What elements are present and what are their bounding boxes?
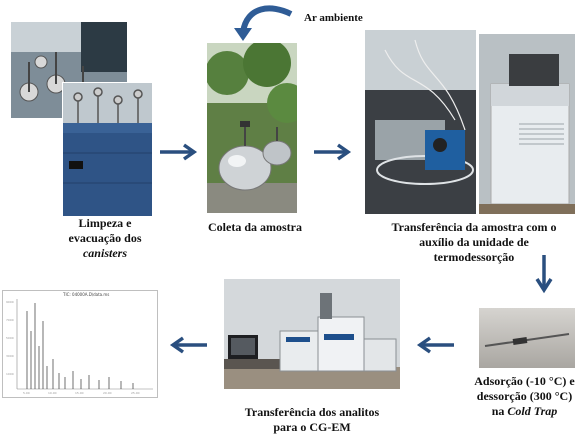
- sample-collection-photo: [207, 43, 297, 213]
- svg-text:20.00: 20.00: [103, 391, 112, 395]
- canister-cleaning-photo-back: [11, 22, 127, 118]
- svg-text:9000: 9000: [6, 300, 14, 304]
- arrow-right-2: [312, 143, 356, 161]
- cold-trap-photo: [479, 308, 575, 368]
- svg-text:15.00: 15.00: [75, 391, 84, 395]
- arrow-down: [534, 253, 554, 297]
- caption-gcms: Transferência dos analitos para o CG-EM: [244, 405, 380, 434]
- canister-cleaning-photo-front: [62, 82, 153, 217]
- arrow-right-1: [158, 143, 202, 161]
- caption-transfer: Transferência da amostra com o auxílio d…: [391, 220, 557, 264]
- ambient-air-arrow: [231, 2, 295, 42]
- svg-text:7000: 7000: [6, 318, 14, 322]
- thermodesorption-photo-left: [365, 30, 476, 214]
- arrow-left-1: [412, 336, 456, 354]
- ambient-air-label: Ar ambiente: [304, 12, 363, 24]
- svg-text:25.00: 25.00: [131, 391, 140, 395]
- arrow-left-2: [165, 336, 209, 354]
- caption-trap: Adsorção (-10 °C) e dessorção (300 °C) n…: [474, 374, 575, 418]
- svg-text:3000: 3000: [6, 354, 14, 358]
- svg-text:5000: 5000: [6, 336, 14, 340]
- svg-text:5.00: 5.00: [23, 391, 30, 395]
- caption-cleaning: Limpeza e evacuação dos canisters: [68, 216, 142, 260]
- gcms-photo: [224, 279, 400, 389]
- svg-text:1000: 1000: [6, 372, 14, 376]
- chromatogram-title: TIC: 04000A.D\data.ms: [63, 292, 110, 297]
- svg-text:10.00: 10.00: [48, 391, 57, 395]
- caption-collection: Coleta da amostra: [208, 220, 302, 234]
- thermodesorption-photo-right: [479, 34, 575, 214]
- chromatogram-image: TIC: 04000A.D\data.ms 9000 7000 5000 3000 1…: [2, 290, 158, 398]
